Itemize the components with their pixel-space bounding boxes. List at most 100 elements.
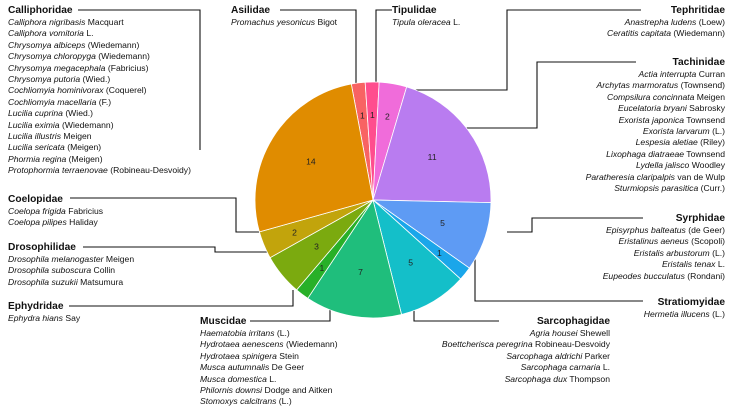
species-name: Eristalis tenax	[661, 259, 716, 270]
slice-value-label-tephritidae: 2	[385, 111, 390, 121]
species-eristalinus-aeneus: Eristalinus aeneus (Scopoli)	[603, 236, 725, 247]
species-name: Sarcophaga dux	[504, 373, 568, 384]
species-name: Eristalinus aeneus	[618, 236, 689, 247]
leader-line-drosophilidae	[83, 246, 278, 253]
species-eristalis-tenax: Eristalis tenax L.	[603, 259, 725, 270]
species-authority: (L.)	[709, 126, 725, 137]
species-name: Phormia regina	[8, 153, 67, 164]
species-name: Archytas marmoratus	[596, 80, 679, 91]
species-name: Cochliomyia hominivorax	[8, 85, 104, 96]
species-sturmiopsis-parasitica: Sturmiopsis parasitica (Curr.)	[586, 183, 725, 194]
species-name: Lydella jalisco	[635, 160, 690, 171]
species-authority: De Geer	[269, 362, 305, 373]
species-authority: Haliday	[66, 217, 98, 228]
species-name: Chrysomya chloropyga	[8, 51, 96, 62]
species-lydella-jalisco: Lydella jalisco Woodley	[586, 160, 725, 171]
species-authority: (Rondani)	[684, 270, 725, 281]
species-cochliomyia-macellaria: Cochliomyia macellaria (F.)	[8, 97, 191, 108]
species-authority: Shewell	[577, 328, 610, 338]
species-authority: Collin	[91, 265, 116, 276]
species-archytas-marmoratus: Archytas marmoratus (Townsend)	[586, 80, 725, 91]
species-authority: van de Wulp	[674, 171, 725, 182]
species-authority: Curran	[696, 69, 725, 79]
species-authority: (L.)	[276, 396, 292, 407]
slice-value-label-tachinidae: 11	[428, 152, 437, 162]
species-authority: (L.)	[274, 328, 290, 338]
species-anastrepha-ludens: Anastrepha ludens (Loew)	[607, 17, 725, 28]
species-eristalis-arbustorum: Eristalis arbustorum (L.)	[603, 248, 725, 259]
species-authority: Meigen	[694, 91, 725, 102]
species-authority: (F.)	[96, 96, 112, 107]
species-name: Hydrotaea spinigera	[200, 350, 277, 361]
species-authority: (L.)	[709, 247, 725, 258]
species-eupeodes-bucculatus: Eupeodes bucculatus (Rondani)	[603, 271, 725, 282]
species-name: Drosophila melanogaster	[8, 254, 104, 264]
species-authority: Matsumura	[77, 276, 124, 287]
species-name: Eucelatoria bryani	[617, 103, 687, 114]
species-authority: L.	[715, 259, 725, 270]
species-exorista-larvarum: Exorista larvarum (L.)	[586, 126, 725, 137]
family-title-stratiomyidae: Stratiomyidae	[657, 297, 725, 308]
species-name: Ceratitis capitata	[607, 28, 672, 39]
species-lucilia-cuprina: Lucilia cuprina (Wied.)	[8, 108, 191, 119]
species-tipula-oleracea: Tipula oleracea L.	[392, 17, 460, 28]
species-chrysomya-chloropyga: Chrysomya chloropyga (Wiedemann)	[8, 51, 191, 62]
species-calliphora-nigribasis: Calliphora nigribasis Macquart	[8, 17, 191, 28]
species-name: Chrysomya albiceps	[8, 39, 86, 50]
leader-line-coelopidae	[70, 197, 262, 233]
species-authority: Sabrosky	[686, 103, 725, 114]
species-musca-domestica: Musca domestica L.	[200, 374, 338, 385]
species-ceratitis-capitata: Ceratitis capitata (Wiedemann)	[607, 28, 725, 39]
species-authority: (Wied.)	[80, 74, 111, 85]
species-name: Sturmiopsis parasitica	[614, 183, 699, 194]
species-name: Philornis downsi	[200, 385, 263, 396]
species-authority: L.	[600, 362, 610, 373]
species-authority: Parker	[582, 350, 610, 361]
species-hermetia-illucens: Hermetia illucens (L.)	[644, 309, 725, 320]
species-name: Lucilia eximia	[8, 119, 60, 130]
family-title-tachinidae: Tachinidae	[672, 57, 725, 68]
species-authority: Robineau-Desvoidy	[532, 339, 610, 350]
leader-line-tipulidae	[375, 9, 392, 82]
slice-value-label-calliphoridae: 14	[306, 156, 316, 166]
family-title-ephydridae: Ephydridae	[8, 301, 64, 312]
species-name: Stomoxys calcitrans	[200, 396, 277, 407]
species-musca-autumnalis: Musca autumnalis De Geer	[200, 362, 338, 373]
species-authority: Macquart	[85, 17, 124, 27]
species-authority: Meigen	[103, 254, 135, 264]
species-name: Actia interrupta	[638, 69, 697, 79]
species-exorista-japonica: Exorista japonica Townsend	[586, 115, 725, 126]
species-authority: L.	[83, 28, 94, 39]
species-ephydra-hians: Ephydra hians Say	[8, 313, 80, 324]
species-authority: Say	[62, 313, 81, 323]
family-title-tipulidae: Tipulidae	[392, 5, 437, 16]
species-authority: (L.)	[709, 309, 725, 319]
species-paratheresia-claripalpis: Paratheresia claripalpis van de Wulp	[586, 172, 725, 183]
species-name: Lucilia illustris	[8, 131, 62, 142]
species-name: Sarcophaga carnaria	[520, 362, 601, 373]
species-drosophila-suboscura: Drosophila suboscura Collin	[8, 265, 134, 276]
species-authority: (Wied.)	[62, 108, 94, 119]
species-hydrotaea-spinigera: Hydrotaea spinigera Stein	[200, 351, 338, 362]
species-chrysomya-putoria: Chrysomya putoria (Wied.)	[8, 74, 191, 85]
species-name: Cochliomyia macellaria	[8, 96, 97, 107]
species-authority: Bigot	[315, 17, 338, 27]
family-title-drosophilidae: Drosophilidae	[8, 242, 76, 253]
species-name: Exorista japonica	[618, 114, 685, 125]
family-title-tephritidae: Tephritidae	[670, 5, 725, 16]
species-name: Lespesia aletiae	[635, 137, 698, 148]
species-name: Tipula oleracea	[392, 17, 451, 27]
species-authority: Townsend	[684, 148, 725, 159]
pie-slice-tachinidae	[372, 86, 492, 204]
species-authority: (Riley)	[697, 137, 725, 148]
species-name: Hydrotaea aenescens	[200, 339, 284, 350]
species-name: Lucilia sericata	[8, 142, 65, 153]
species-cochliomyia-hominivorax: Cochliomyia hominivorax (Coquerel)	[8, 85, 191, 96]
leader-line-muscidae	[250, 308, 331, 322]
species-name: Hermetia illucens	[643, 309, 710, 319]
